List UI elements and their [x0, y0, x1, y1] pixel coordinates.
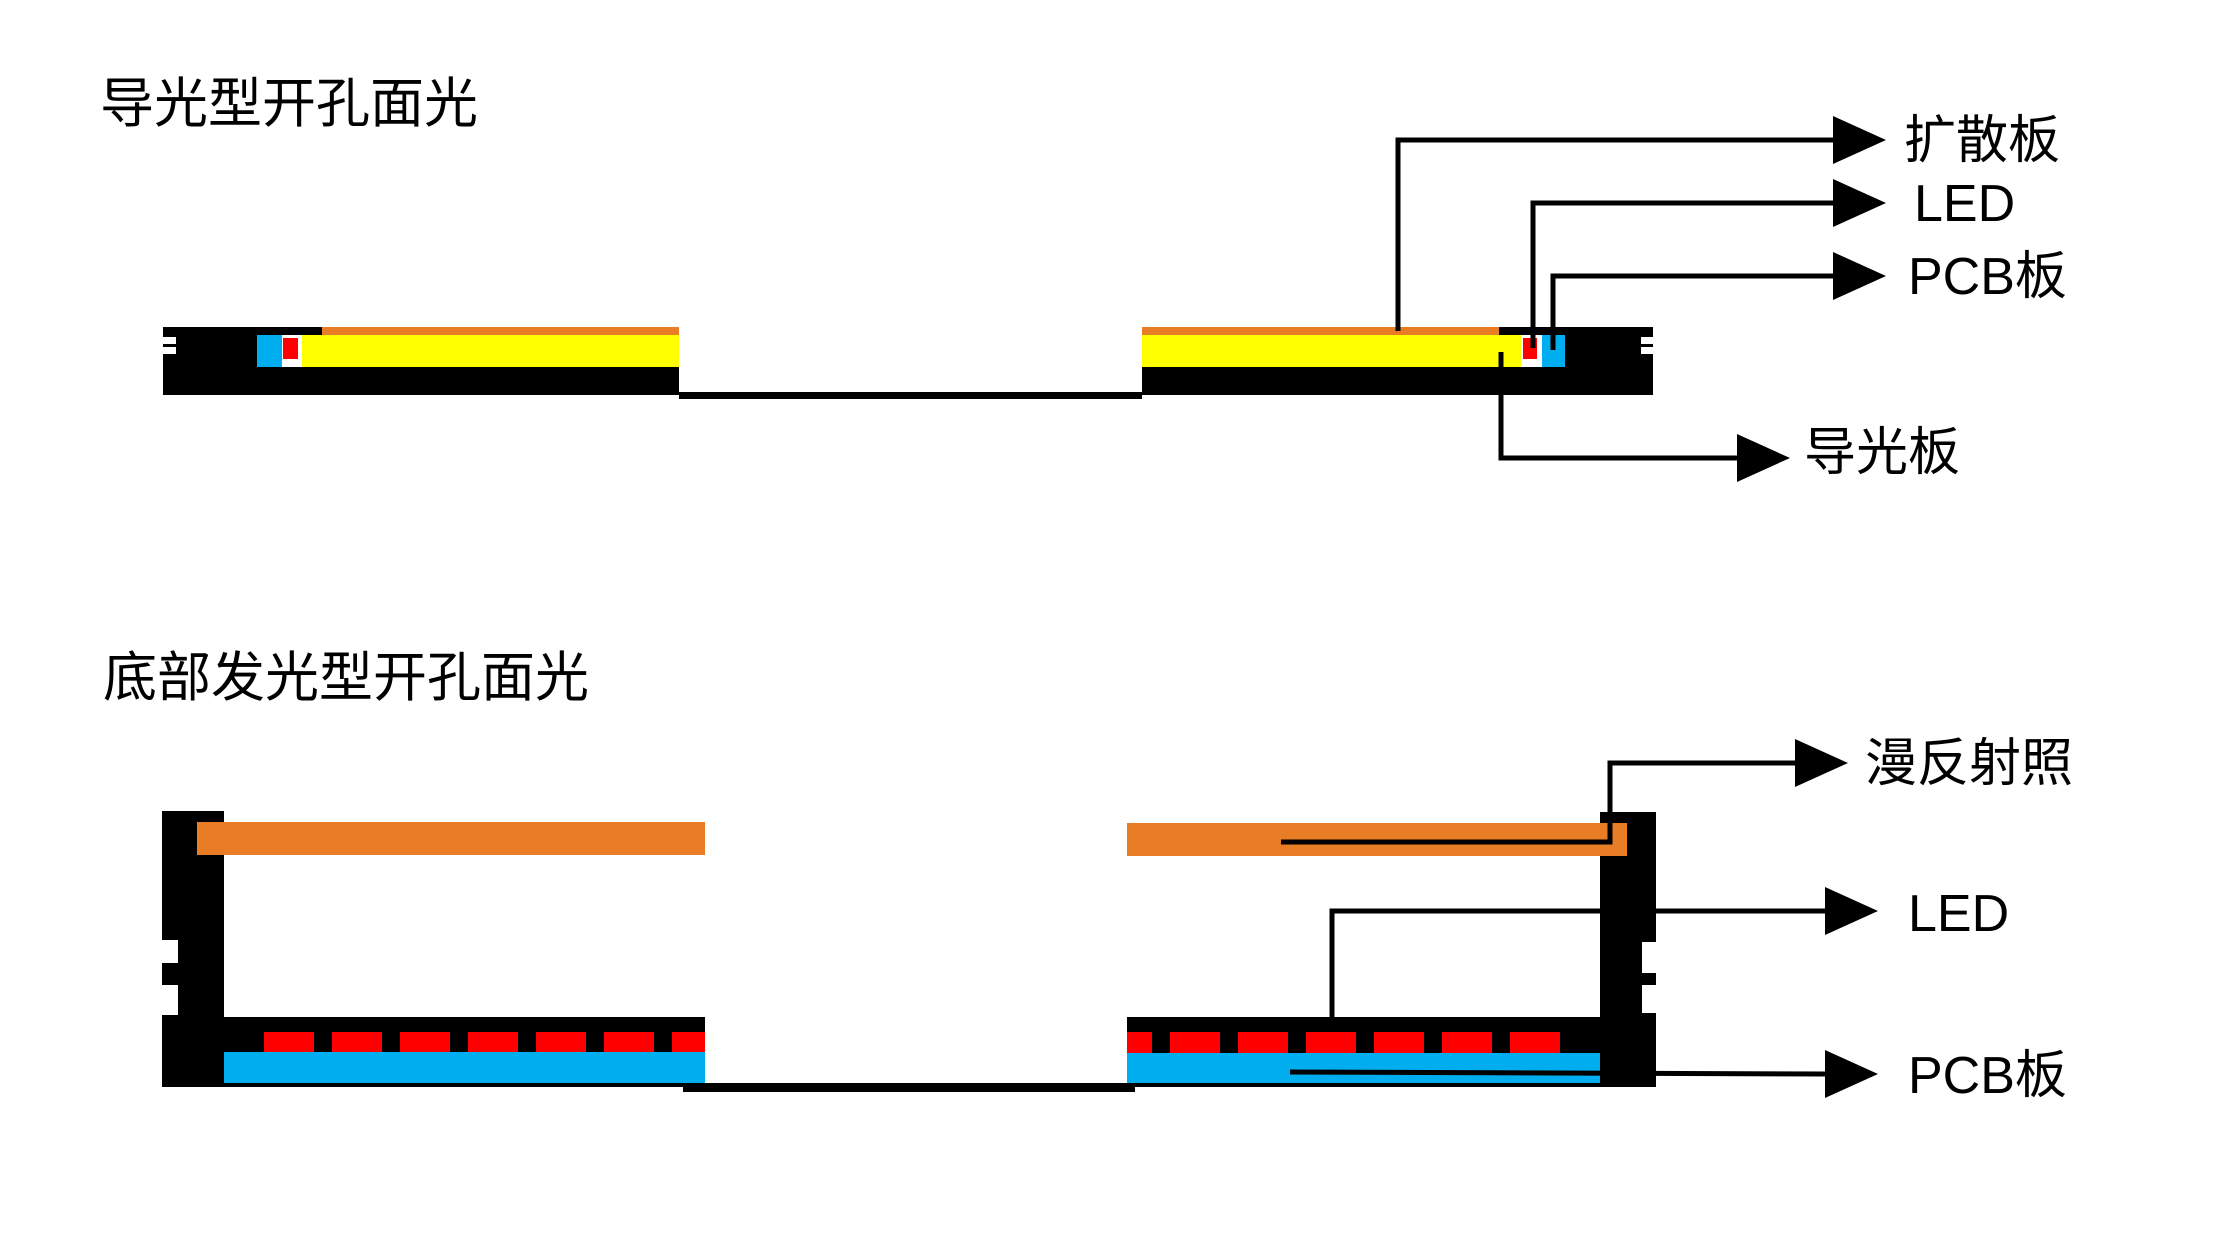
led-chip — [264, 1032, 314, 1053]
bottom-right-wall-notch-1 — [1642, 942, 1656, 973]
top-left-frame-notch-1 — [163, 337, 176, 344]
bottom-led-label: LED — [1908, 885, 2009, 943]
led-chip — [1374, 1032, 1424, 1053]
bottom-right-wall-notch-2 — [1642, 985, 1656, 1013]
top-pcb-arrow-icon — [1833, 252, 1886, 300]
diffuser-arrow-icon — [1833, 116, 1886, 164]
top-led-arrow-icon — [1833, 179, 1886, 227]
led-chip — [1306, 1032, 1356, 1053]
led-chip — [1238, 1032, 1288, 1053]
light-guide-label: 导光板 — [1804, 424, 1960, 482]
led-chip — [1510, 1032, 1560, 1053]
bottom-left-wall-notch-1 — [162, 940, 178, 963]
top-led-label: LED — [1914, 175, 2015, 233]
bottom-pcb-leader-line — [1289, 1069, 1826, 1077]
bottom-pcb-label: PCB板 — [1908, 1047, 2067, 1105]
top-diagram-title: 导光型开孔面光 — [100, 74, 478, 134]
bottom-opening-bottom-strip — [683, 1083, 1135, 1092]
top-opening-bottom-strip — [679, 392, 1142, 399]
led-chip — [1170, 1032, 1220, 1053]
reflector-arrow-icon — [1795, 739, 1848, 787]
diffuser-label: 扩散板 — [1904, 112, 2060, 170]
bottom-left-wall-notch-2 — [162, 985, 178, 1015]
top-left-pcb-block — [257, 335, 282, 367]
bottom-diagram-title: 底部发光型开孔面光 — [103, 648, 589, 708]
led-chip — [332, 1032, 382, 1053]
bottom-pcb-arrow-icon — [1825, 1050, 1878, 1098]
led-chip — [400, 1032, 450, 1053]
led-chip — [604, 1032, 654, 1053]
bottom-left-reflector-bar — [197, 822, 705, 855]
bottom-left-pcb-strip — [224, 1052, 705, 1083]
bottom-led-leader-line — [1329, 908, 1825, 1020]
led-chip — [1127, 1032, 1152, 1053]
bottom-left-led-row — [264, 1032, 705, 1053]
bottom-led-arrow-icon — [1825, 887, 1878, 935]
top-right-pcb-block — [1542, 335, 1565, 367]
reflector-label: 漫反射照 — [1865, 735, 2073, 793]
bottom-right-pcb-strip — [1127, 1053, 1603, 1083]
top-right-diffuser-strip — [1142, 327, 1499, 335]
bottom-right-led-row — [1127, 1032, 1560, 1053]
led-chip — [468, 1032, 518, 1053]
top-pcb-leader-line — [1550, 273, 1833, 350]
light-guide-arrow-icon — [1737, 434, 1790, 482]
reflector-leader-line — [1281, 760, 1795, 845]
led-chip — [1442, 1032, 1492, 1053]
top-pcb-label: PCB板 — [1908, 248, 2067, 306]
top-right-frame-notch-2 — [1641, 347, 1653, 354]
top-left-light-guide — [302, 335, 679, 367]
top-left-diffuser-strip — [322, 327, 679, 335]
top-right-light-guide — [1142, 335, 1521, 367]
top-left-led-chip — [283, 338, 298, 359]
light-guide-leader-line — [1498, 352, 1737, 461]
top-diagram-light-guide-type: 导光型开孔面光 扩散板 — [100, 74, 2067, 482]
led-chip — [536, 1032, 586, 1053]
bottom-diagram-bottom-emitting-type: 底部发光型开孔面光 — [103, 648, 2073, 1105]
led-chip — [672, 1032, 705, 1053]
top-right-frame-notch-1 — [1641, 337, 1653, 344]
diffuser-leader-line — [1395, 137, 1833, 331]
top-left-frame-notch-2 — [163, 347, 176, 354]
top-led-leader-line — [1530, 200, 1833, 348]
